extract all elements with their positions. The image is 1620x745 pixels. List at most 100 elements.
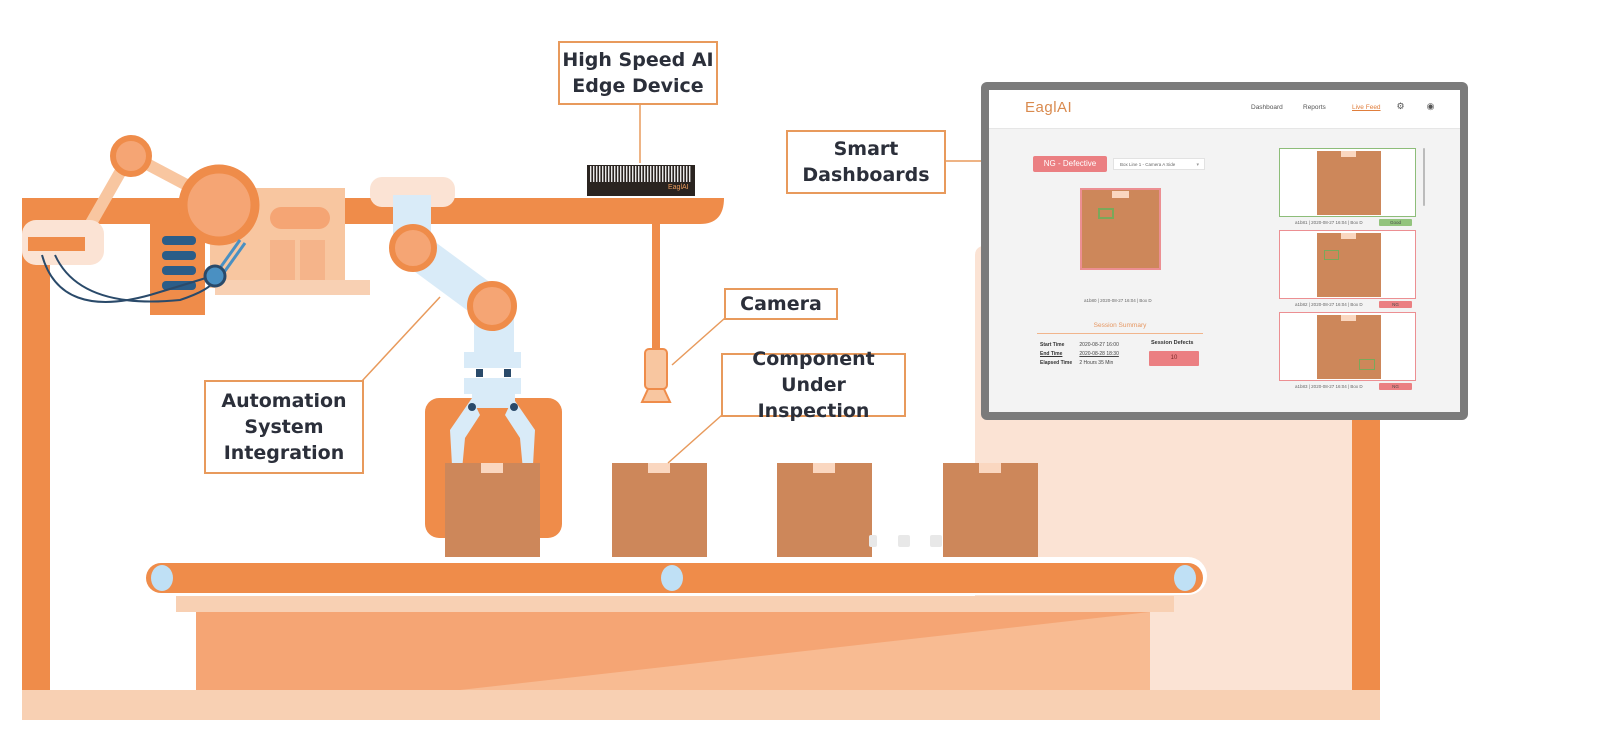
- callout-dashboards-line-2: Dashboards: [802, 164, 930, 186]
- box-tape-1: [481, 463, 503, 473]
- camera-body: [644, 348, 668, 390]
- feed-item-image[interactable]: [1279, 230, 1416, 299]
- robot-joint-large: [178, 164, 260, 246]
- robot-joint-small: [110, 135, 152, 177]
- component-box-3: [777, 463, 872, 559]
- vent-line: [641, 166, 643, 182]
- callout-dashboards-line-1: Smart: [833, 138, 899, 160]
- box-tape: [1341, 151, 1356, 157]
- arm-mount: [370, 177, 455, 207]
- camera-select[interactable]: Box Line 1 - Camera A Side ▾: [1113, 158, 1205, 170]
- vent-line: [596, 166, 598, 182]
- defect-marker: [1324, 250, 1339, 260]
- robot-gripper-bar: [28, 237, 85, 251]
- dashboard-logo: EaglAI: [1025, 99, 1073, 116]
- callout-edge-device: High Speed AI Edge Device: [558, 41, 718, 105]
- gripper-pin-1: [468, 403, 476, 411]
- nav-dashboard[interactable]: Dashboard: [1251, 104, 1283, 111]
- summary-row-start: Start Time 2020-08-27 16:00: [1040, 342, 1119, 348]
- callout-automation-line-2: System: [244, 416, 324, 438]
- dashboard-screen: EaglAI Dashboard Reports Live Feed ⚙ ◉ N…: [989, 90, 1460, 412]
- box-tape-2: [648, 463, 670, 473]
- cable-1: [41, 254, 216, 303]
- callout-edge-device-line-2: Edge Device: [572, 75, 704, 97]
- vent-line: [635, 166, 637, 182]
- gripper-bolt-1: [476, 369, 483, 377]
- gripper-claw-left: [450, 398, 480, 470]
- vent-line: [674, 166, 676, 182]
- callout-edge-device-line-1: High Speed AI: [562, 49, 714, 71]
- gear-icon[interactable]: ⚙: [1396, 101, 1405, 111]
- vent-line: [650, 166, 652, 182]
- feed-item-caption-row: a1b81 | 2020-08-27 16:04 | Box D Good: [1279, 218, 1416, 228]
- vent-line: [638, 166, 640, 182]
- callout-automation-line-1: Automation: [221, 390, 347, 412]
- main-image-caption: a1b80 | 2020-08-27 16:04 | Box D: [1084, 298, 1152, 303]
- box-tape-3: [813, 463, 835, 473]
- leader-component: [667, 414, 723, 464]
- vent-line: [590, 166, 592, 182]
- box-tape-4: [979, 463, 1001, 473]
- callout-automation: Automation System Integration: [204, 380, 364, 474]
- summary-row-end: End Time 2020-08-28 18:30: [1040, 351, 1119, 357]
- callout-dashboards: Smart Dashboards: [786, 130, 946, 194]
- callout-camera: Camera: [724, 288, 838, 320]
- feed-caption: a1b83 | 2020-08-27 16:04 | Box D: [1295, 384, 1363, 389]
- conveyor-roller-2: [661, 565, 683, 591]
- session-defects-label: Session Defects: [1151, 340, 1194, 346]
- box-tape: [1341, 315, 1356, 321]
- feed-item-image[interactable]: [1279, 312, 1416, 381]
- vent-line: [623, 166, 625, 182]
- feed-box: [1317, 315, 1381, 379]
- cable-2: [54, 254, 216, 303]
- feed-scrollbar[interactable]: [1423, 148, 1425, 206]
- defect-marker: [1098, 208, 1114, 219]
- summary-label: Elapsed Time: [1040, 360, 1073, 366]
- feed-status-badge: NG: [1379, 301, 1412, 308]
- conveyor-roller-1: [151, 565, 173, 591]
- component-box-4: [943, 463, 1038, 559]
- dashboard-navbar: EaglAI Dashboard Reports Live Feed ⚙ ◉: [989, 90, 1460, 129]
- robot-rail: [215, 280, 370, 295]
- gripper-plate-2: [464, 378, 521, 394]
- vent-line: [686, 166, 688, 182]
- nav-live-feed[interactable]: Live Feed: [1352, 104, 1381, 111]
- vent-line: [599, 166, 601, 182]
- cable-slot-1: [162, 236, 196, 245]
- leader-camera: [671, 317, 726, 366]
- motion-dash-3: [930, 535, 942, 547]
- cable-slot-3: [162, 266, 196, 275]
- gripper-claw-right: [505, 398, 535, 470]
- summary-label: Start Time: [1040, 342, 1065, 348]
- frame-right-post: [1352, 410, 1380, 690]
- feed-item-image[interactable]: [1279, 148, 1416, 217]
- live-feed-list[interactable]: a1b81 | 2020-08-27 16:04 | Box D Good a1…: [1277, 146, 1423, 412]
- vent-line: [671, 166, 673, 182]
- callout-component-line-1: Component: [752, 348, 875, 370]
- feed-box: [1317, 233, 1381, 297]
- status-badge: NG - Defective: [1033, 156, 1107, 172]
- vent-line: [611, 166, 613, 182]
- floor: [22, 690, 1380, 720]
- feed-caption: a1b81 | 2020-08-27 16:04 | Box D: [1295, 220, 1363, 225]
- leader-automation: [361, 296, 441, 382]
- box-tape: [1112, 191, 1129, 198]
- box-tape: [1341, 233, 1356, 239]
- feed-item-caption-row: a1b82 | 2020-08-27 16:04 | Box D NG: [1279, 300, 1416, 310]
- gripper-palm: [472, 394, 515, 408]
- nav-reports[interactable]: Reports: [1303, 104, 1326, 111]
- gripper-bolt-2: [504, 369, 511, 377]
- vent-line: [677, 166, 679, 182]
- frame-left-post: [22, 198, 50, 690]
- dashboard-monitor: EaglAI Dashboard Reports Live Feed ⚙ ◉ N…: [981, 82, 1468, 420]
- vent-line: [593, 166, 595, 182]
- arm-joint-1: [389, 224, 437, 272]
- conveyor-base-shade: [460, 612, 1150, 690]
- vent-line: [626, 166, 628, 182]
- component-box-2: [612, 463, 707, 559]
- user-icon[interactable]: ◉: [1426, 101, 1435, 111]
- feed-item-caption-row: a1b83 | 2020-08-27 16:04 | Box D NG: [1279, 382, 1416, 392]
- callout-camera-line-1: Camera: [740, 293, 822, 315]
